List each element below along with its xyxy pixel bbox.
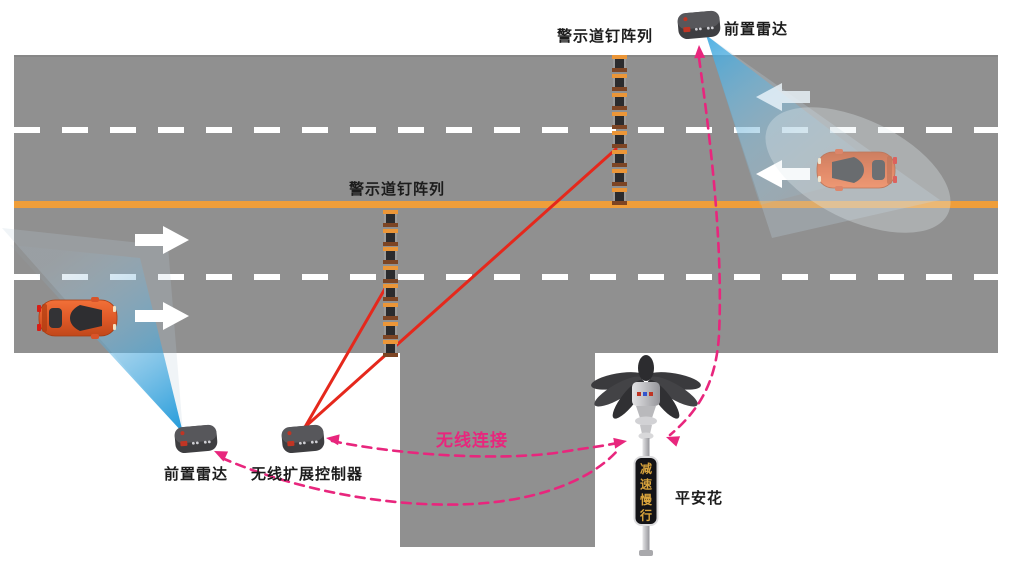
label-radar-bottom: 前置雷达 — [164, 466, 229, 483]
center-divider-orange-line — [14, 201, 998, 208]
road-spike — [383, 247, 398, 265]
road-spike — [383, 228, 398, 246]
arrowhead-to-flower-left — [664, 431, 681, 447]
road-spike — [612, 74, 627, 91]
road-spike — [612, 150, 627, 167]
front-radar-top-icon — [676, 10, 722, 40]
road-spike — [383, 265, 398, 283]
arrowhead-to-controller — [325, 432, 340, 446]
front-radar-bottom-icon — [173, 424, 219, 454]
road-spike — [612, 188, 627, 205]
road-spike — [612, 112, 627, 129]
label-wireless-link: 无线连接 — [436, 431, 508, 450]
road-spike — [383, 321, 398, 339]
flower-sign-text: 减速慢行 — [639, 461, 653, 523]
pingan-flower-icon: 减速慢行 — [591, 355, 701, 556]
road-spike — [383, 210, 398, 227]
label-spike-array-mid: 警示道钉阵列 — [349, 181, 446, 198]
wireless-controller-icon — [280, 424, 326, 454]
arrowhead-to-bottom-radar — [211, 446, 229, 462]
label-spike-array-top: 警示道钉阵列 — [557, 28, 654, 45]
label-flower: 平安花 — [675, 490, 724, 507]
lane-divider-dashed-top — [14, 127, 998, 133]
label-controller: 无线扩展控制器 — [251, 466, 364, 483]
arrowhead-to-flower-right — [613, 435, 628, 449]
road-spike — [612, 169, 627, 186]
main-road — [14, 55, 998, 353]
lane-divider-dashed-bottom — [14, 274, 998, 280]
label-radar-top: 前置雷达 — [724, 21, 789, 38]
road-spike — [612, 55, 627, 72]
road-spike — [612, 131, 627, 148]
road-spike — [383, 303, 398, 320]
road-spike — [612, 93, 627, 110]
road-spike — [383, 340, 398, 358]
road-spike — [383, 284, 398, 302]
